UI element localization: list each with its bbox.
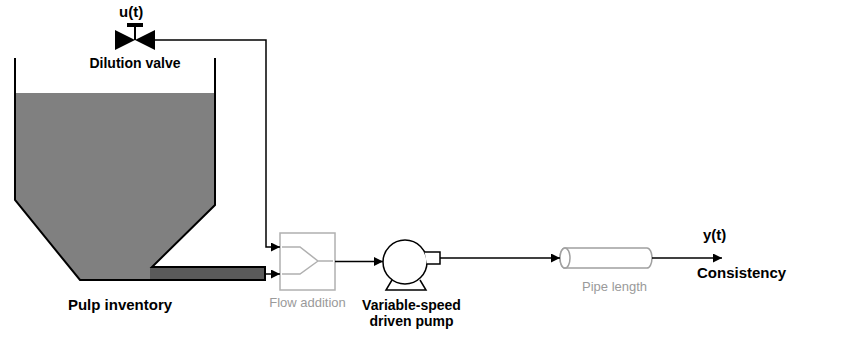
valve-symbol xyxy=(115,25,155,50)
node-label: Flow addition xyxy=(268,296,347,311)
pump-symbol xyxy=(383,240,440,290)
pipe-symbol xyxy=(560,248,652,268)
output-label: Consistency xyxy=(697,264,786,281)
signal-name: u(t) xyxy=(119,3,143,20)
flow-arrow xyxy=(440,257,560,259)
mixer-node: Flow addition xyxy=(280,233,335,290)
valve-node: Dilution valve xyxy=(115,30,155,50)
flow-arrow xyxy=(155,40,280,247)
flow-arrow xyxy=(265,273,280,275)
output-arrow xyxy=(652,257,722,259)
node-label: Dilution valve xyxy=(70,55,200,71)
node-label: Pulp inventory xyxy=(20,296,220,313)
tank-symbol xyxy=(15,58,265,280)
tank-node: Pulp inventory xyxy=(15,58,265,280)
pump-node: Variable-speed driven pump xyxy=(383,240,440,290)
pipe-node: Pipe length xyxy=(560,248,652,268)
mixer-box xyxy=(280,233,335,290)
node-label: Pipe length xyxy=(582,280,672,295)
node-label: Variable-speed driven pump xyxy=(345,297,478,329)
signal-name: y(t) xyxy=(703,226,726,243)
flow-arrow xyxy=(335,261,383,263)
